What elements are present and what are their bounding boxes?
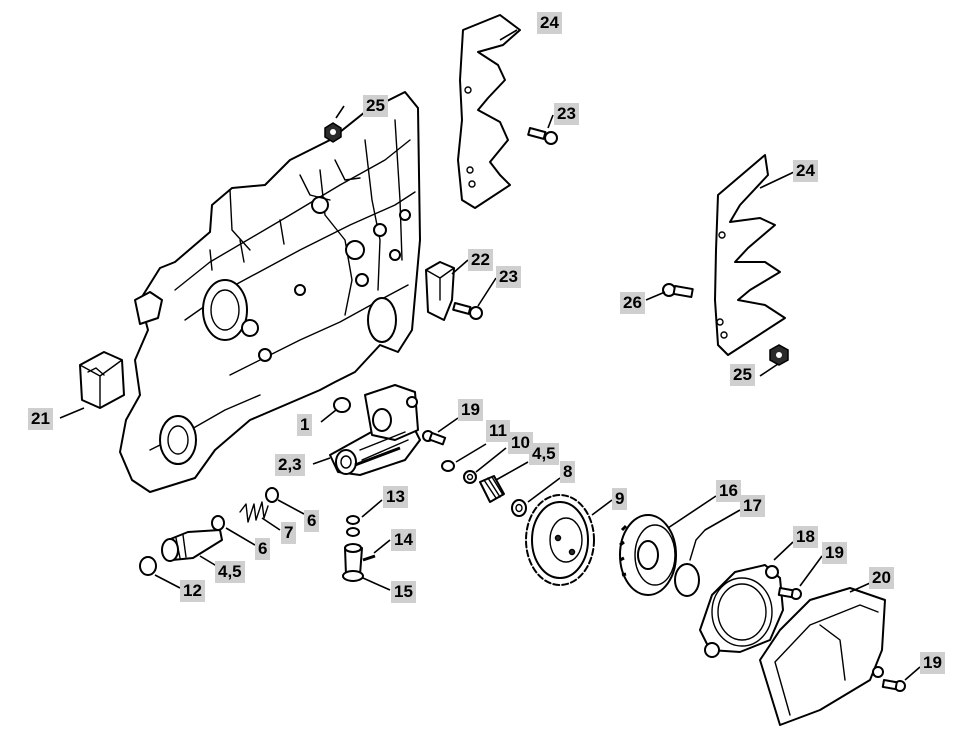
callout-16: 16 [716,480,741,502]
callout-24-upper: 24 [537,12,562,34]
nut-25-upper [324,122,342,143]
callout-19-bottom: 19 [920,652,945,674]
washer-8 [511,499,527,517]
callout-25-lower: 25 [730,364,755,386]
part-24-bumper-spike-upper [457,14,521,209]
washer-6-right [265,487,279,503]
callout-23-upper: 23 [554,103,579,125]
nut-25-lower [769,344,789,366]
callout-23-lower: 23 [496,266,521,288]
washer-11 [441,460,455,472]
callout-6-right: 6 [304,510,320,532]
callout-17: 17 [740,495,765,517]
oil-pump-assembly [329,384,421,476]
pin-14 [362,554,376,562]
screw-26 [662,283,694,299]
callout-4-5-right: 4,5 [529,443,559,465]
callout-10: 10 [508,432,533,454]
gear-9 [525,494,595,586]
callout-12: 12 [180,580,205,602]
callout-25-upper: 25 [363,95,388,117]
callout-7: 7 [281,522,297,544]
callout-14: 14 [391,529,416,551]
oring-13 [346,515,360,537]
guard-20 [759,587,886,726]
callout-2-3: 2,3 [275,454,305,476]
callout-21: 21 [28,408,53,430]
cap-12 [139,556,157,576]
callout-4-5-left: 4,5 [215,561,245,583]
screw-19-bottom [881,679,906,692]
ring-10 [463,470,477,484]
spring-17 [674,529,706,597]
shaft-4-5 [161,529,223,562]
part-4-5-worm [479,475,505,503]
screw-19-centre [422,430,447,446]
callout-19-centre: 19 [458,399,483,421]
callout-8: 8 [560,461,576,483]
screw-23-upper [527,126,558,145]
callout-1: 1 [297,414,313,436]
callout-20: 20 [869,567,894,589]
part-22-block [425,261,455,321]
callout-22: 22 [468,249,493,271]
callout-19-right: 19 [822,542,847,564]
cover-18 [699,564,784,658]
callout-13: 13 [383,486,408,508]
spring-7 [239,501,269,523]
crankcase-housing [119,91,421,493]
callout-11: 11 [486,420,510,442]
callout-26: 26 [620,292,645,314]
screw-23-lower [452,301,483,320]
callout-9: 9 [612,488,628,510]
callout-18: 18 [793,526,818,548]
washer-6-left [211,515,225,531]
leader-lines [59,29,921,681]
pin-15 [342,543,364,582]
callout-24-lower: 24 [793,160,818,182]
callout-15: 15 [391,581,416,603]
drum-16 [619,514,677,596]
part-24-bumper-spike-lower [714,154,786,356]
part-21-bracket [79,351,125,409]
screw-19-right [777,587,802,600]
callout-6-left: 6 [255,538,271,560]
